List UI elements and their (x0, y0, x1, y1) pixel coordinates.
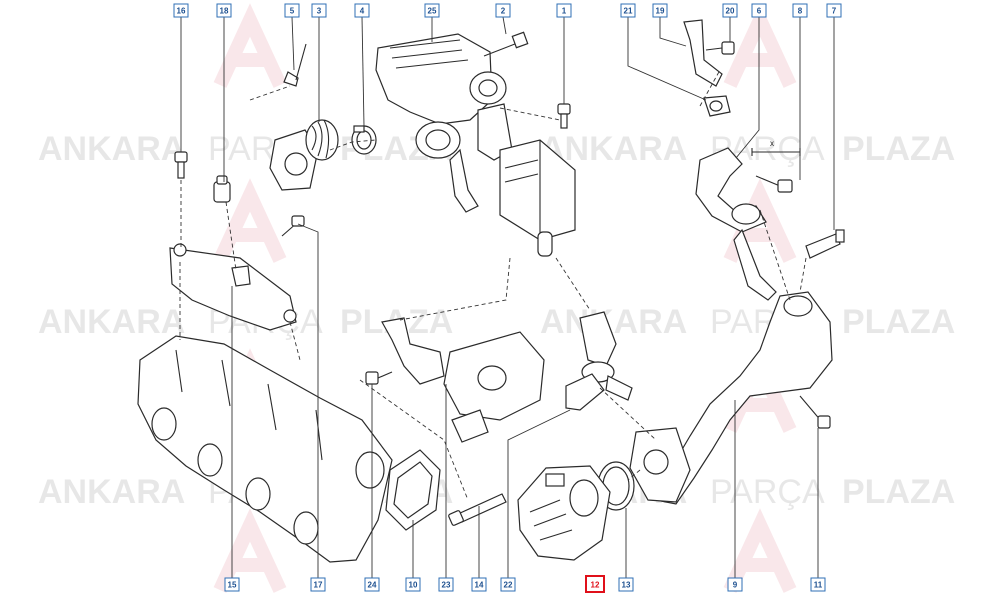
part-label-20: 20 (726, 7, 735, 16)
part-label-1: 1 (562, 7, 567, 16)
part-bolt-11 (799, 395, 831, 429)
part-label-box (405, 577, 421, 592)
part-label-8: 8 (798, 7, 803, 16)
part-clip-21 (703, 95, 731, 117)
part-label-box (727, 577, 743, 592)
part-label-3: 3 (317, 7, 322, 16)
part-label-24: 24 (368, 581, 377, 590)
part-bracket-23 (381, 317, 445, 385)
part-label-22: 22 (504, 581, 513, 590)
part-bolt-14 (448, 493, 507, 526)
watermark-word-ankara: ANKARA (38, 303, 185, 341)
part-label-25: 25 (428, 7, 437, 16)
watermark-word-parca: PARÇA (710, 473, 825, 511)
part-label-6: 6 (757, 7, 762, 16)
part-hose-22 (565, 311, 633, 411)
part-bolt-17 (281, 215, 305, 237)
parts-drawings: x (137, 19, 845, 563)
part-label-box (810, 577, 826, 592)
part-label-box (438, 577, 454, 592)
part-bolt-8 (755, 175, 793, 193)
watermark-word-plaza: PLAZA (842, 130, 955, 168)
dimension-mark-text: x (770, 139, 774, 148)
part-gasket-10 (385, 449, 441, 531)
part-label-box (500, 577, 516, 592)
highlighted-part-label-12[interactable]: 12 (591, 581, 600, 590)
part-label-box (751, 3, 767, 18)
part-label-14: 14 (475, 581, 484, 590)
part-labels-top: 16 18 5 3 4 25 2 1 21 19 20 6 8 7 (173, 3, 842, 18)
part-label-11: 11 (814, 581, 823, 590)
part-label-2: 2 (501, 7, 506, 16)
part-label-17: 17 (314, 581, 323, 590)
part-label-box (311, 3, 327, 18)
part-egr-body-12 (517, 465, 611, 561)
part-label-18: 18 (220, 7, 229, 16)
part-label-19: 19 (656, 7, 665, 16)
part-label-7: 7 (832, 7, 837, 16)
part-label-15: 15 (228, 581, 237, 590)
part-pipe-long-9 (629, 291, 833, 505)
watermark-logo-icon (213, 508, 287, 593)
part-label-10: 10 (409, 581, 418, 590)
part-label-5: 5 (290, 7, 295, 16)
part-bolt-2 (483, 31, 529, 57)
part-label-box (556, 3, 572, 18)
part-bolt-20 (705, 41, 735, 55)
part-label-box (284, 3, 300, 18)
part-egr-valve-25 (375, 33, 513, 213)
part-label-box (471, 577, 487, 592)
part-heat-shield (169, 243, 297, 331)
part-label-box (618, 577, 634, 592)
part-label-box (354, 3, 370, 18)
part-label-box (310, 577, 326, 592)
part-bolt-24 (365, 371, 393, 385)
part-label-9: 9 (733, 581, 738, 590)
part-label-4: 4 (360, 7, 365, 16)
part-sensor-7 (805, 229, 845, 259)
watermark-word-plaza: PLAZA (842, 303, 955, 341)
watermark-word-ankara: ANKARA (38, 130, 185, 168)
part-egr-cooler (499, 139, 576, 257)
part-label-box (620, 3, 636, 18)
part-label-box (224, 577, 240, 592)
watermark-logo-icon (723, 508, 797, 593)
part-label-box (424, 3, 440, 18)
part-label-box (364, 577, 380, 592)
part-label-box (826, 3, 842, 18)
watermark-logo-icon (213, 3, 287, 88)
part-bolt-5 (283, 43, 307, 87)
part-label-box (216, 3, 232, 18)
part-label-21: 21 (624, 7, 633, 16)
watermark-logo-icon (213, 178, 287, 263)
part-bolt-1 (557, 103, 571, 129)
highlighted-part-label-box[interactable] (585, 575, 605, 593)
part-connector-18 (213, 175, 231, 203)
part-gasket-3 (269, 119, 339, 191)
part-bracket-19 (683, 19, 723, 87)
part-label-box (495, 3, 511, 18)
part-label-box (792, 3, 808, 18)
part-throttle-housing (443, 331, 545, 443)
leader-lines (179, 16, 835, 578)
part-pipe-upper-6 (695, 147, 777, 301)
part-label-16: 16 (177, 7, 186, 16)
watermark-word-ankara: ANKARA (38, 473, 185, 511)
part-label-23: 23 (442, 581, 451, 590)
watermark-word-plaza: PLAZA (842, 473, 955, 511)
watermark-word-ankara: ANKARA (540, 303, 687, 341)
part-exhaust-manifold (137, 335, 393, 563)
part-label-box (722, 3, 738, 18)
part-label-box (173, 3, 189, 18)
watermark-logo-icon (723, 3, 797, 88)
part-label-box (652, 3, 668, 18)
part-label-13: 13 (622, 581, 631, 590)
part-labels-bottom: 15 17 24 10 23 14 22 12 13 9 11 (224, 575, 826, 593)
